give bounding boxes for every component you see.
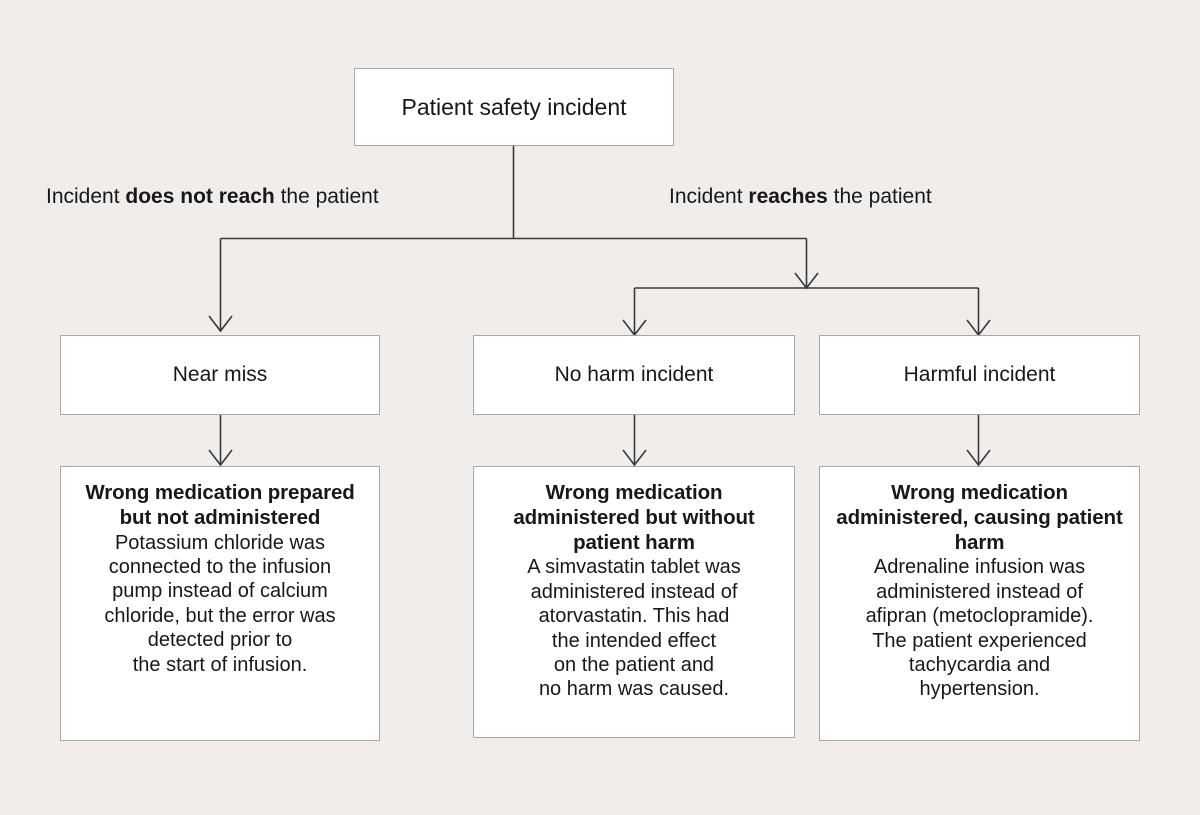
node-category-label: Harmful incident: [903, 363, 1056, 386]
branch-label-does-not-reach: Incident does not reach the patient: [46, 185, 379, 209]
branch-label-reaches: Incident reaches the patient: [669, 185, 932, 209]
node-harmful-incident: Harmful incident: [819, 335, 1140, 415]
arrowhead-right-branch: [794, 272, 819, 290]
node-patient-safety-incident: Patient safety incident: [354, 68, 674, 146]
node-no-harm-incident: No harm incident: [473, 335, 795, 415]
arrowhead-no-harm: [622, 319, 647, 337]
detail-title: Wrong medication administered, causing p…: [836, 481, 1123, 554]
detail-title: Wrong medication prepared but not admini…: [85, 481, 355, 529]
node-category-label: Near miss: [172, 363, 268, 386]
branch-label-right-post: the patient: [827, 185, 932, 208]
branch-label-left-emphasis: does not reach: [125, 185, 275, 208]
detail-body: A simvastatin tablet was administered in…: [527, 556, 741, 701]
branch-label-left-post: the patient: [274, 185, 379, 208]
node-category-label: No harm incident: [554, 363, 714, 386]
arrowhead-detail-1: [208, 449, 233, 467]
node-root-label: Patient safety incident: [401, 93, 627, 120]
branch-label-right-pre: Incident: [669, 185, 749, 208]
node-detail-no-harm: Wrong medication administered but withou…: [473, 466, 795, 738]
node-detail-harmful: Wrong medication administered, causing p…: [819, 466, 1140, 741]
branch-label-left-pre: Incident: [46, 185, 126, 208]
detail-title: Wrong medication administered but withou…: [513, 481, 755, 554]
arrowhead-detail-3: [966, 449, 991, 467]
arrowhead-near-miss: [208, 315, 233, 333]
detail-body: Potassium chloride was connected to the …: [104, 531, 336, 676]
branch-label-right-emphasis: reaches: [748, 185, 828, 208]
node-near-miss: Near miss: [60, 335, 380, 415]
node-detail-near-miss: Wrong medication prepared but not admini…: [60, 466, 380, 741]
detail-body: Adrenaline infusion was administered ins…: [865, 556, 1094, 701]
arrowhead-detail-2: [622, 449, 647, 467]
arrowhead-harmful: [966, 319, 991, 337]
